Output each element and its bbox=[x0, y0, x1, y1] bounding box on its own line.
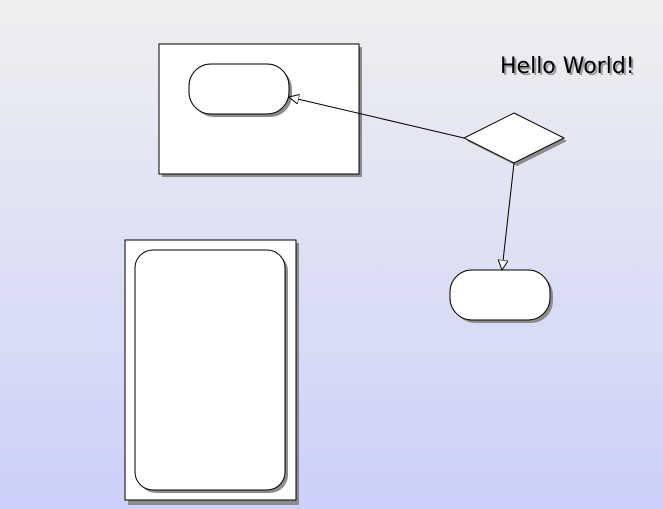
connector-decision-to-right-node[interactable] bbox=[502, 162, 515, 270]
bottom-rounded-node-box[interactable] bbox=[134, 249, 286, 491]
right-rounded-node-box[interactable] bbox=[449, 269, 551, 321]
decision-node[interactable] bbox=[462, 112, 567, 166]
connector-decision-to-top-node[interactable] bbox=[289, 97, 465, 139]
hello-label: Hello World! bbox=[500, 54, 635, 79]
right-rounded-node[interactable] bbox=[449, 269, 553, 323]
hello-label-shadow: Hello World! bbox=[502, 56, 637, 81]
top-rounded-node-box[interactable] bbox=[188, 63, 290, 115]
top-rounded-node[interactable] bbox=[188, 63, 292, 117]
bottom-rounded-node[interactable] bbox=[134, 249, 288, 493]
